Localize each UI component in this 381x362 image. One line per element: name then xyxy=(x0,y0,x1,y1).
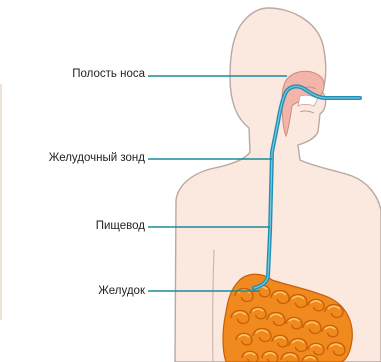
label-esophagus: Пищевод xyxy=(96,219,145,233)
label-stomach: Желудок xyxy=(98,284,145,298)
label-nasal-cavity: Полость носа xyxy=(72,67,145,81)
label-feeding-tube: Желудочный зонд xyxy=(49,151,145,165)
